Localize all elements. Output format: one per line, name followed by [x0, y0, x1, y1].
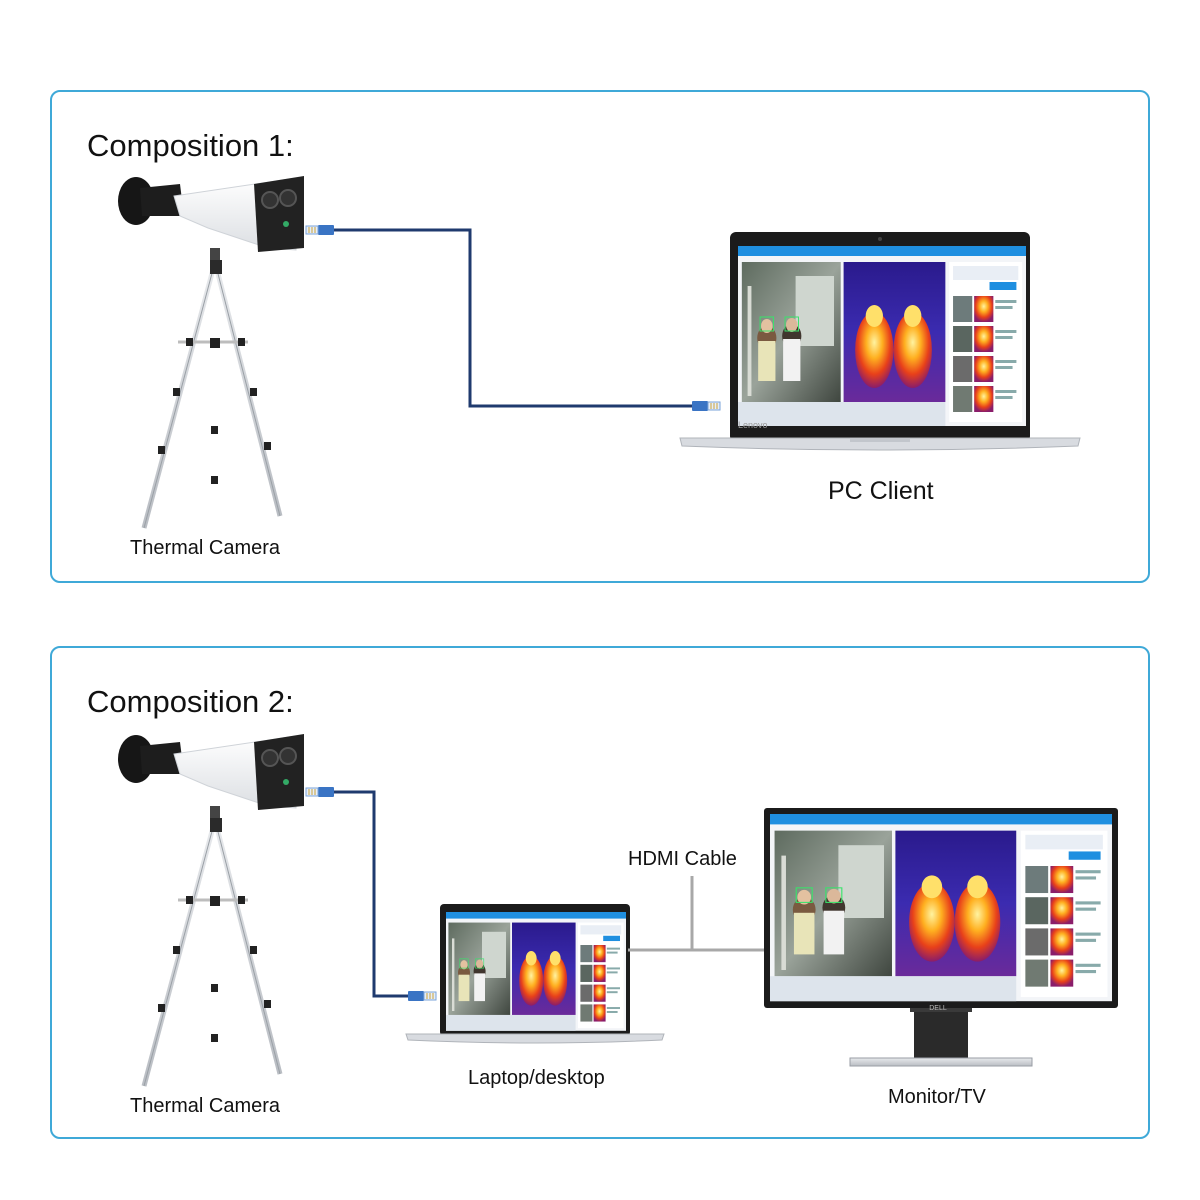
composition-1-panel: Composition 1: Lenovo Thermal Camera PC …: [50, 90, 1150, 583]
hdmi-cable: [628, 876, 766, 952]
ethernet-cable: [305, 786, 437, 1002]
laptop-desktop-label: Laptop/desktop: [468, 1067, 605, 1089]
monitor-icon: [764, 808, 1118, 1067]
composition-1-diagram: Lenovo: [52, 92, 1081, 581]
composition-2-title: Composition 2:: [87, 684, 294, 719]
composition-2-panel: Composition 2: DELL: [50, 646, 1150, 1139]
monitor-brand: DELL: [929, 1005, 947, 1012]
composition-2-diagram: DELL: [52, 648, 1118, 1137]
composition-1-title: Composition 1:: [87, 128, 294, 163]
thermal-camera-icon: [118, 176, 304, 528]
ethernet-plug-icon: [691, 400, 721, 412]
thermal-camera-label: Thermal Camera: [130, 1095, 281, 1117]
ethernet-plug-icon: [305, 224, 335, 236]
laptop-icon: [405, 904, 665, 1044]
monitor-tv-label: Monitor/TV: [888, 1086, 986, 1108]
ethernet-cable: [305, 224, 721, 412]
laptop-brand: Lenovo: [738, 420, 768, 430]
ethernet-plug-icon: [407, 990, 437, 1002]
pc-client-label: PC Client: [828, 477, 934, 505]
thermal-camera-label: Thermal Camera: [130, 537, 281, 559]
laptop-icon: [679, 232, 1081, 451]
thermal-camera-icon: [118, 734, 304, 1086]
ethernet-plug-icon: [305, 786, 335, 798]
hdmi-cable-label: HDMI Cable: [628, 848, 737, 870]
